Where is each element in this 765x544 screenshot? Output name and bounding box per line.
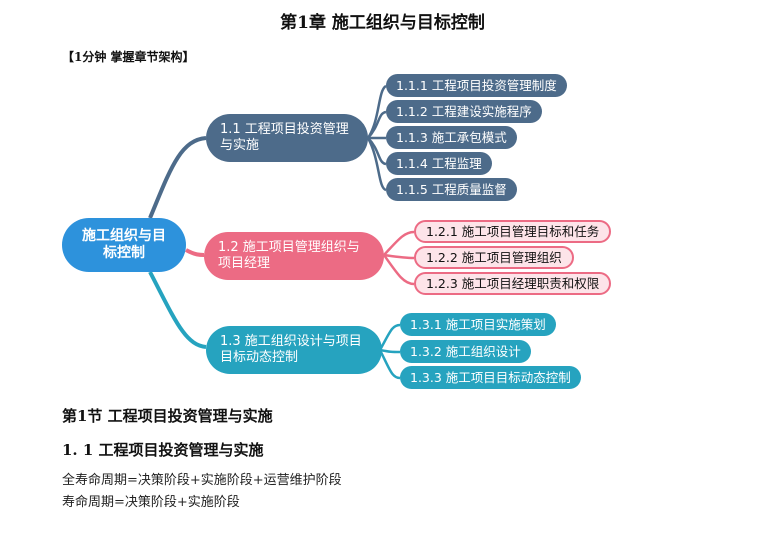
body-line-2: 寿命周期=决策阶段+实施阶段 <box>62 495 240 510</box>
connector-root-b1 <box>148 136 207 219</box>
mindmap-leaf-1-2-3: 1.2.3 施工项目经理职责和权限 <box>414 272 612 295</box>
mindmap-branch-1-3: 1.3 施工组织设计与项目目标动态控制 <box>206 326 382 374</box>
mindmap-leaf-1-3-3: 1.3.3 施工项目目标动态控制 <box>400 366 581 389</box>
connector-root-b2 <box>185 248 205 257</box>
section-title: 第1节 工程项目投资管理与实施 <box>62 407 273 425</box>
mindmap-branch-1-1: 1.1 工程项目投资管理与实施 <box>206 114 368 162</box>
mindmap-root: 施工组织与目标控制 <box>62 218 186 272</box>
mindmap-branch-1-2: 1.2 施工项目管理组织与项目经理 <box>204 232 384 280</box>
mindmap-leaf-1-2-2: 1.2.2 施工项目管理组织 <box>414 246 574 269</box>
mindmap-leaf-1-1-5: 1.1.5 工程质量监督 <box>386 178 517 201</box>
mindmap-leaf-1-3-1: 1.3.1 施工项目实施策划 <box>400 313 556 336</box>
connector-root-b3 <box>148 271 207 349</box>
subsection-heading: 1. 1 工程项目投资管理与实施 <box>62 441 264 459</box>
mindmap-leaf-1-1-1: 1.1.1 工程项目投资管理制度 <box>386 74 567 97</box>
mindmap-leaf-1-1-3: 1.1.3 施工承包模式 <box>386 126 517 149</box>
chapter-subtitle: 【1分钟 掌握章节架构】 <box>62 50 195 64</box>
mindmap-leaf-1-2-1: 1.2.1 施工项目管理目标和任务 <box>414 220 612 243</box>
chapter-title: 第1章 施工组织与目标控制 <box>280 13 485 33</box>
mindmap-leaf-1-3-2: 1.3.2 施工组织设计 <box>400 340 531 363</box>
mindmap-leaf-1-1-4: 1.1.4 工程监理 <box>386 152 492 175</box>
mindmap-leaf-1-1-2: 1.1.2 工程建设实施程序 <box>386 100 542 123</box>
body-line-1: 全寿命周期=决策阶段+实施阶段+运营维护阶段 <box>62 473 342 488</box>
